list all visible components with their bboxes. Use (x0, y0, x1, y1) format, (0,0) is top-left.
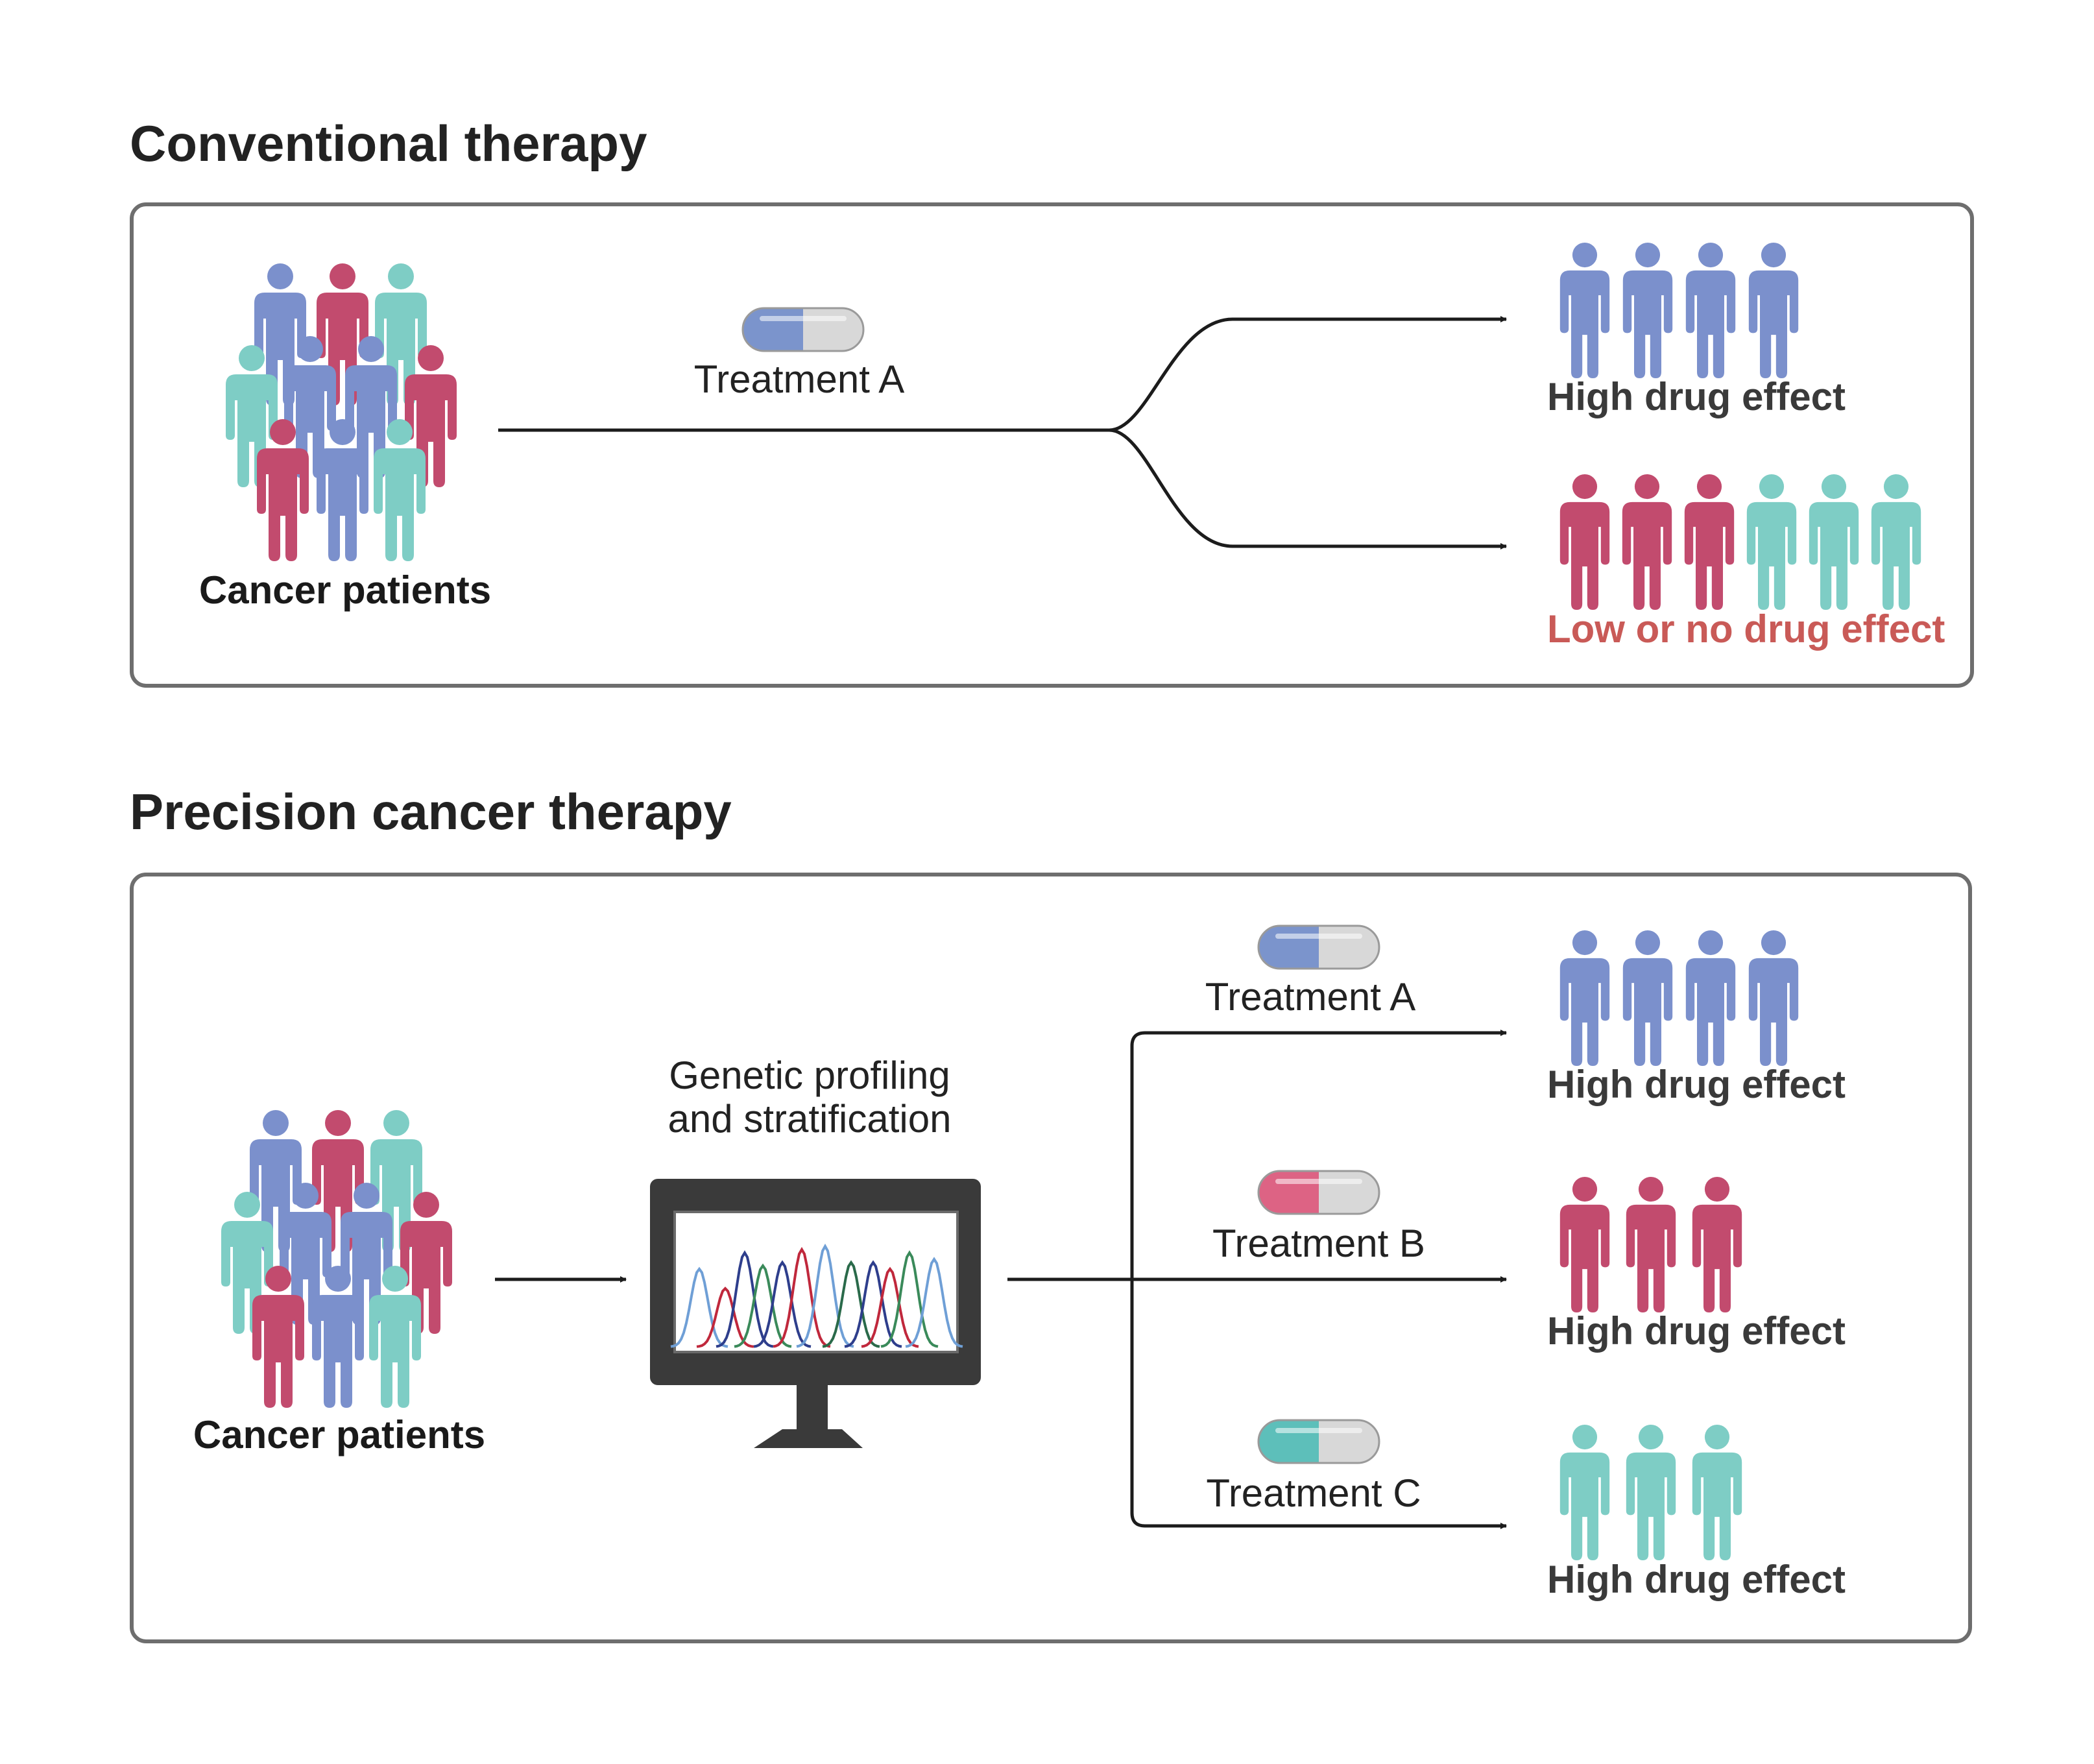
branch-bracket (1130, 1031, 1506, 1528)
sequencing-chromatogram-icon (670, 1243, 963, 1348)
chromatogram-peak (670, 1266, 728, 1348)
chromatogram-peak (880, 1250, 939, 1348)
conventional-title: Conventional therapy (130, 115, 647, 172)
effect-label-high: High drug effect (1547, 375, 1846, 418)
treatment-a-label: Treatment A (1205, 975, 1416, 1019)
profiling-label-line2: and stratification (668, 1097, 952, 1141)
capsule-pill-icon (1257, 1170, 1380, 1215)
conventional-treatment-label: Treatment A (694, 357, 905, 401)
capsule-pill-icon (741, 307, 865, 352)
computer-monitor-icon (650, 1179, 981, 1448)
conventional-arrow-high (1109, 316, 1507, 432)
chromatogram-peak (796, 1243, 854, 1348)
effect-label-low: Low or no drug effect (1547, 607, 1945, 651)
chromatogram-peak (753, 1260, 812, 1348)
conventional-arrow-low (1109, 428, 1507, 550)
treatment-b-label: Treatment B (1212, 1222, 1425, 1265)
effect-label-a: High drug effect (1547, 1063, 1846, 1106)
chromatogram-peak (773, 1247, 831, 1348)
treatment-c-label: Treatment C (1206, 1471, 1421, 1515)
effect-label-b: High drug effect (1547, 1309, 1846, 1353)
chromatogram-peak (844, 1260, 902, 1348)
profiling-label-line1: Genetic profiling (669, 1054, 950, 1097)
effect-label-c: High drug effect (1547, 1558, 1846, 1601)
capsule-pill-icon (1257, 924, 1380, 970)
chromatogram-peak (861, 1266, 919, 1348)
conventional-patients-label: Cancer patients (199, 568, 491, 612)
precision-title: Precision cancer therapy (130, 783, 732, 840)
chromatogram-peak (696, 1287, 754, 1348)
chromatogram-peak (905, 1257, 963, 1348)
precision-panel (130, 873, 1972, 1643)
precision-patients-label: Cancer patients (193, 1413, 485, 1456)
capsule-pill-icon (1257, 1419, 1380, 1464)
conventional-panel (130, 202, 1974, 688)
